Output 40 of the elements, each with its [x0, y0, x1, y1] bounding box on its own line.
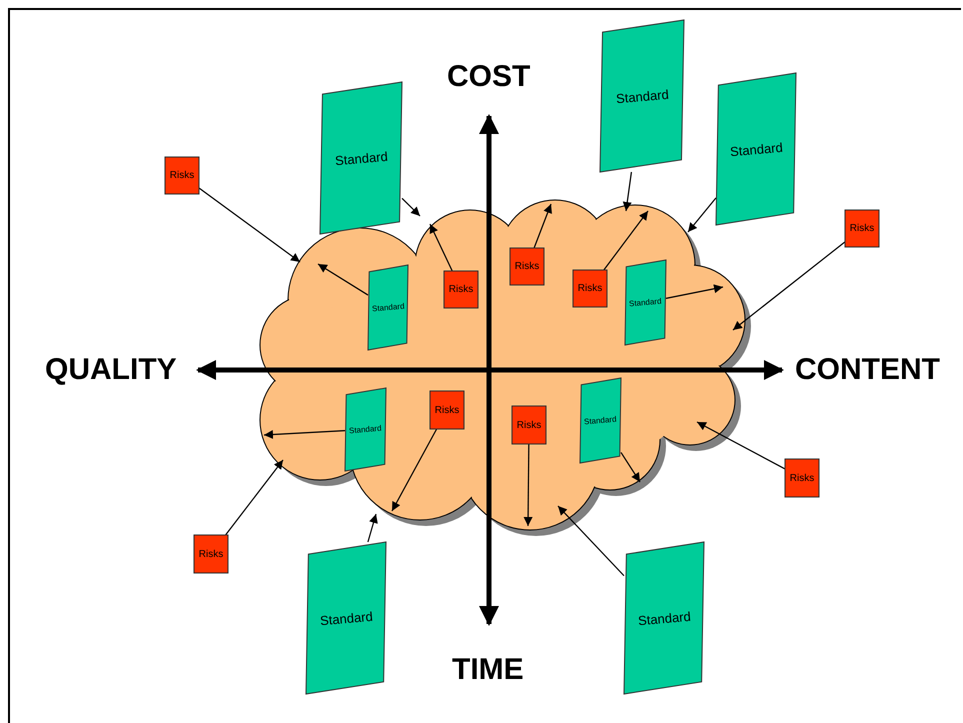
arrow [198, 187, 300, 262]
arrow [524, 444, 533, 526]
risk-card: Risks [573, 270, 607, 307]
risk-card: Risks [785, 459, 819, 497]
standard-card: Standard [368, 265, 408, 350]
risk-card: Risks [444, 271, 478, 308]
standard-card: Standard [306, 542, 386, 694]
axis-label: COST [447, 62, 530, 92]
arrow [391, 428, 438, 512]
risk-card: Risks [165, 157, 199, 194]
arrow [666, 284, 724, 299]
axis-label: TIME [452, 655, 524, 685]
standard-card: Standard [345, 388, 386, 471]
standard-card: Standard [580, 378, 621, 463]
axis-label: QUALITY [45, 355, 177, 385]
standard-card: Standard [625, 260, 666, 345]
arrow [264, 430, 346, 439]
arrow [367, 514, 378, 542]
risk-card: Risks [194, 535, 228, 573]
arrow [402, 198, 420, 216]
arrow [620, 452, 640, 482]
arrow [318, 264, 368, 296]
standard-card: Standard [320, 82, 402, 234]
risk-card: Risks [845, 210, 879, 247]
arrow [429, 224, 453, 272]
arrow [225, 460, 284, 536]
standard-card: Standard [624, 542, 704, 694]
standard-card: Standard [600, 20, 684, 172]
arrow [534, 204, 552, 248]
arrow [732, 241, 846, 330]
arrow [688, 197, 716, 232]
standard-card: Standard [716, 73, 796, 225]
arrow [558, 506, 624, 576]
arrow [622, 172, 632, 212]
arrow [603, 210, 648, 270]
risk-card: Risks [510, 248, 544, 285]
risk-card: Risks [512, 406, 546, 444]
arrow [696, 421, 786, 470]
risk-card: Risks [430, 391, 464, 429]
axis-label: CONTENT [795, 355, 940, 385]
